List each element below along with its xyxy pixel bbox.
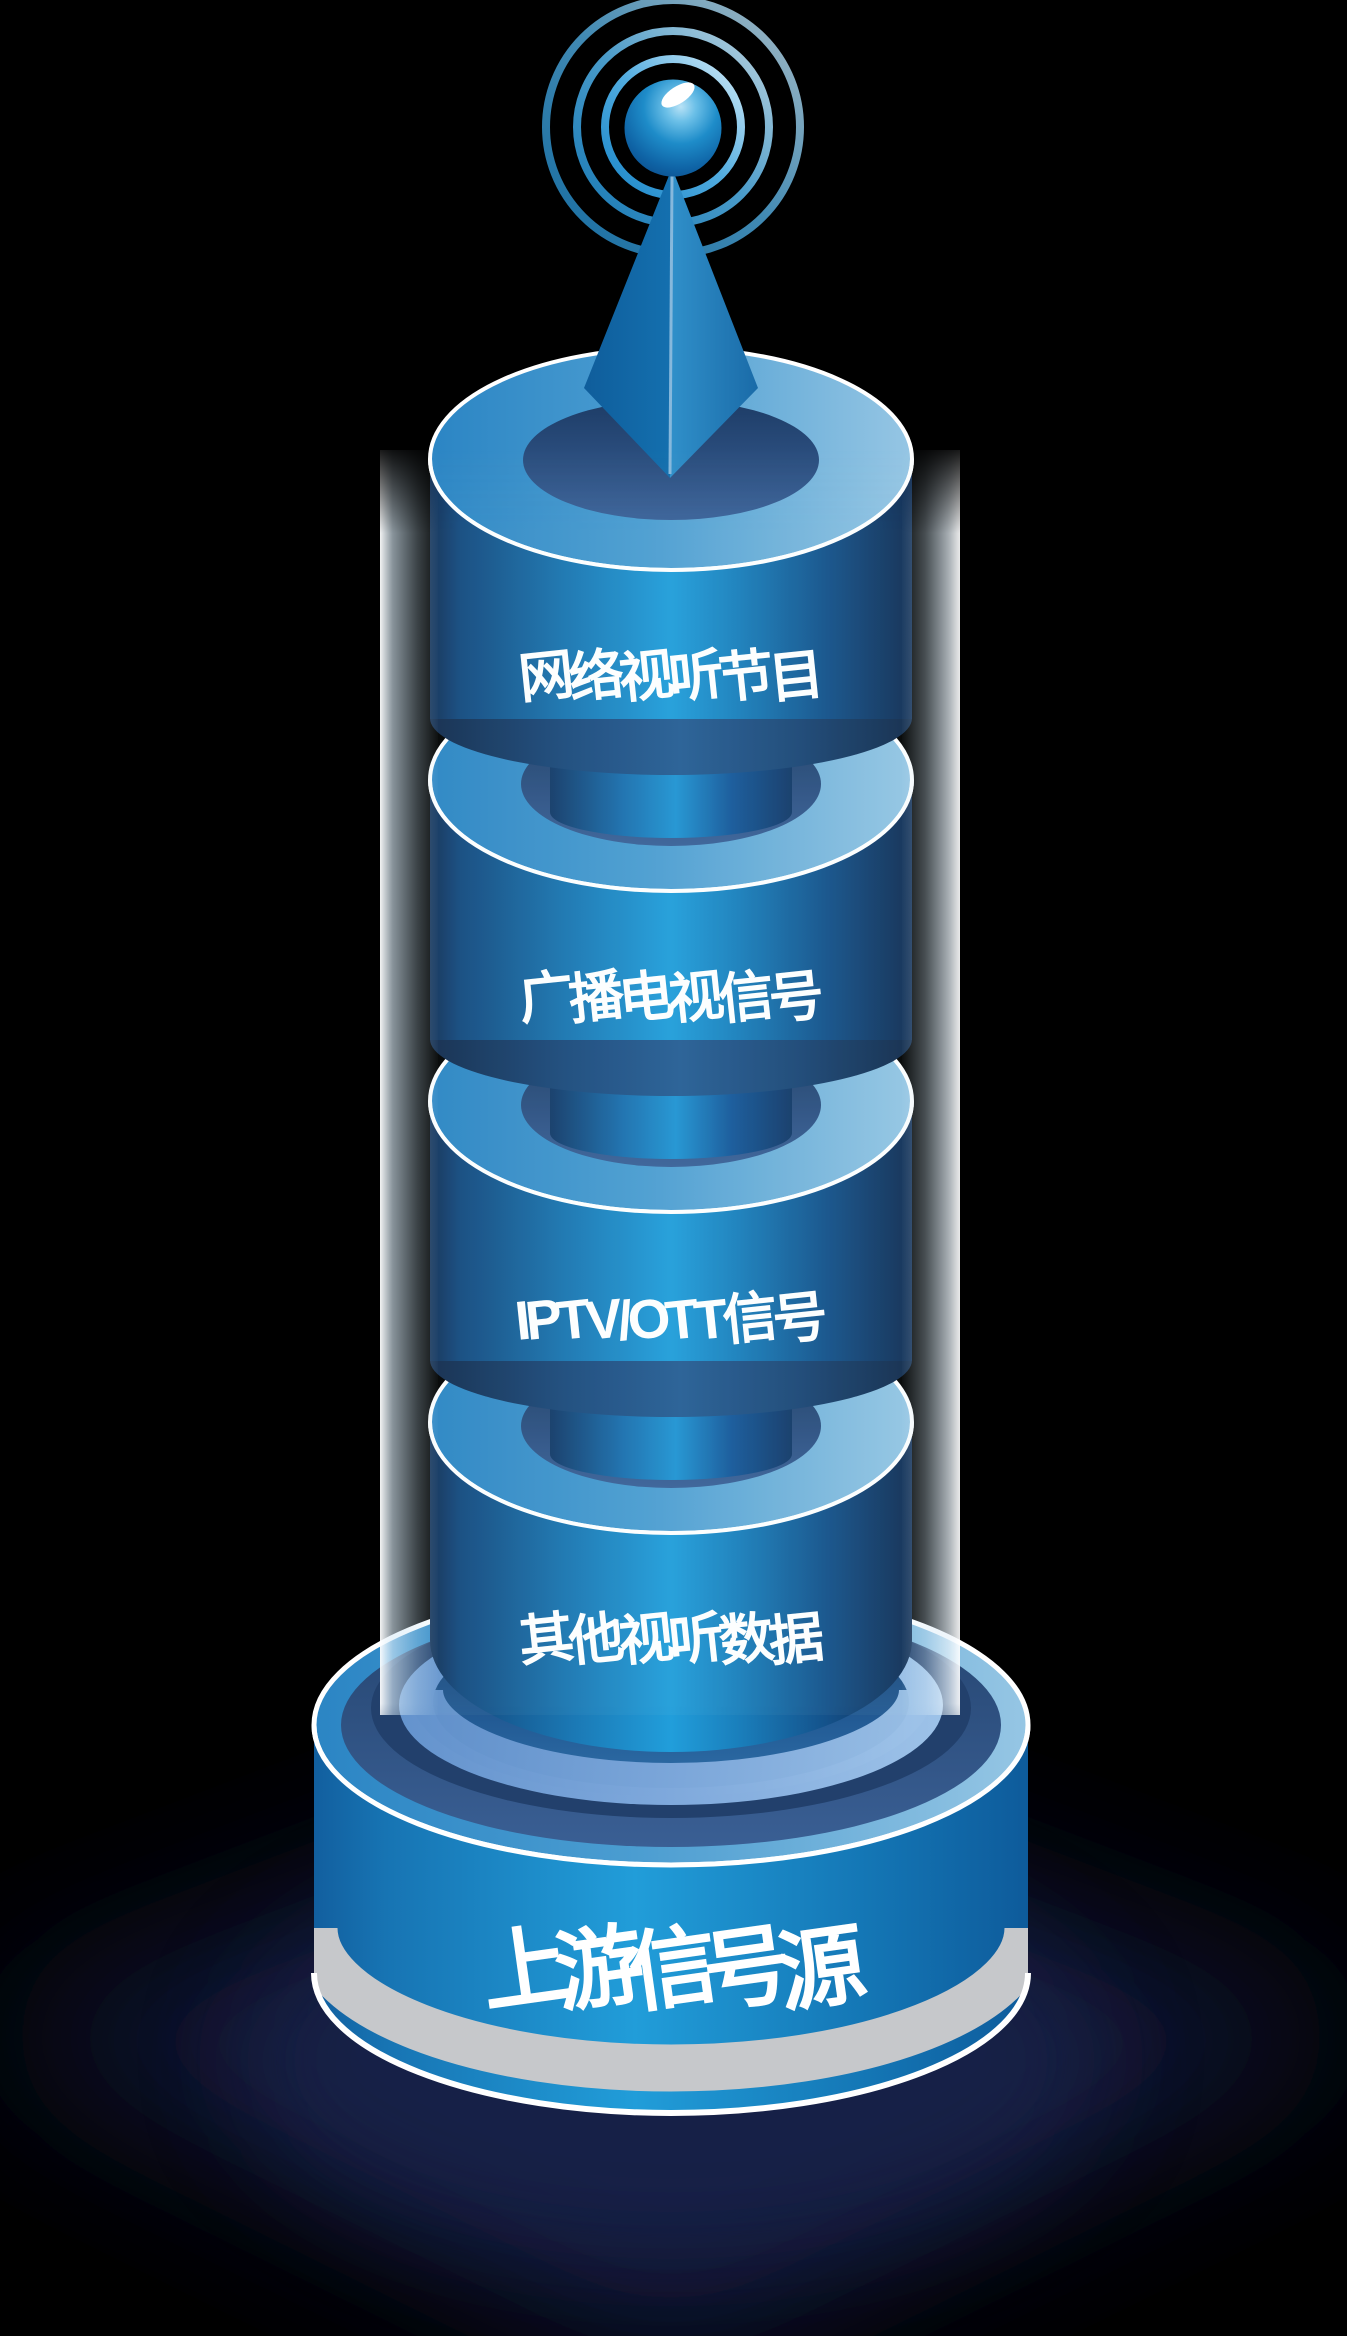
- section4-body: [430, 1422, 912, 1752]
- section2-body: [430, 780, 912, 1040]
- glass-bottom-rim: [409, 1689, 933, 1797]
- glass-tube: [380, 450, 960, 1715]
- section3-bottom-cap: [430, 1360, 912, 1417]
- section-label: 广播电视信号: [516, 963, 825, 1031]
- section3-body: [430, 1101, 912, 1361]
- section-label: IPTV/OTT信号: [512, 1285, 829, 1352]
- section-label: 网络视听节目: [516, 643, 822, 710]
- broadcast-antenna-icon: [584, 79, 758, 478]
- section-label: 其他视听数据: [516, 1606, 826, 1674]
- antenna-sphere: [624, 79, 722, 177]
- section2-bottom-cap: [430, 1039, 912, 1096]
- base-label: 上游信号源: [475, 1914, 871, 2024]
- section1-body: [430, 459, 912, 719]
- base-body: [311, 1724, 1031, 2116]
- section1-bottom-cap: [430, 718, 912, 775]
